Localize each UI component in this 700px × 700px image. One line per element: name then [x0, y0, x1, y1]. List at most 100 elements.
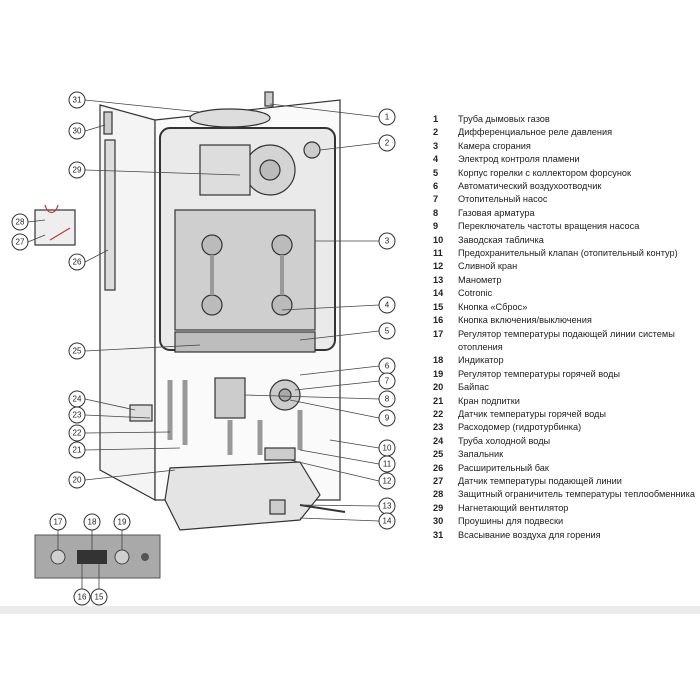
legend-text: Труба дымовых газов — [458, 114, 550, 124]
svg-text:6: 6 — [385, 362, 390, 371]
temp-limiter-inset — [34, 209, 76, 246]
legend-number: 6 — [433, 181, 439, 192]
svg-text:2: 2 — [385, 139, 390, 148]
callout-4: 4 — [378, 296, 396, 314]
svg-text:27: 27 — [16, 238, 25, 247]
legend-item: 6 Автоматический воздухоотводчик — [433, 180, 698, 193]
svg-text:12: 12 — [383, 477, 392, 486]
svg-text:29: 29 — [73, 166, 82, 175]
legend-number: 5 — [433, 167, 439, 178]
legend-text: Электрод контроля пламени — [458, 154, 580, 165]
legend-number: 14 — [433, 288, 444, 299]
callout-27: 27 — [11, 233, 29, 251]
svg-text:25: 25 — [73, 347, 82, 356]
legend-number: 12 — [433, 261, 444, 272]
svg-text:22: 22 — [73, 429, 82, 438]
legend-text: Труба холодной воды — [458, 435, 551, 446]
legend-text: Кран подпитки — [458, 395, 520, 406]
svg-text:24: 24 — [73, 395, 82, 404]
callout-30: 30 — [68, 122, 86, 140]
svg-text:7: 7 — [385, 377, 390, 386]
legend-text: Проушины для подвески — [458, 516, 564, 527]
callout-8: 8 — [378, 390, 396, 408]
callout-5: 5 — [378, 322, 396, 340]
callout-15: 15 — [90, 588, 108, 606]
legend-text: Защитный ограничитель температуры теплоо… — [458, 489, 696, 500]
callout-19: 19 — [113, 513, 131, 531]
svg-text:15: 15 — [95, 593, 104, 602]
svg-text:10: 10 — [383, 444, 392, 453]
control-panel — [34, 530, 161, 589]
legend-text: Всасывание воздуха для горения — [458, 529, 601, 540]
legend-text: Датчик температуры подающей линии — [458, 475, 622, 486]
legend-text: Заводская табличка — [458, 234, 544, 245]
hanging-lugs — [103, 111, 113, 135]
svg-text:9: 9 — [385, 414, 390, 423]
legend-text: Сливной кран — [458, 261, 518, 272]
legend-number: 16 — [433, 315, 444, 326]
callout-17: 17 — [49, 513, 67, 531]
callout-13: 13 — [378, 497, 396, 515]
hot-water-temp-knob[interactable] — [114, 549, 130, 565]
legend-number: 27 — [433, 475, 444, 486]
bottom-band — [0, 606, 700, 614]
legend-number: 28 — [433, 489, 444, 500]
callouts: 31 30 29 28 27 26 25 24 23 22 21 20 1 2 … — [11, 91, 396, 606]
legend-number: 18 — [433, 355, 444, 366]
pressure-switch — [303, 141, 321, 159]
callout-16: 16 — [73, 588, 91, 606]
legend-text: Газовая арматура — [458, 207, 535, 218]
callout-10: 10 — [378, 439, 396, 457]
callout-22: 22 — [68, 424, 86, 442]
callout-7: 7 — [378, 372, 396, 390]
legend-text: Манометр — [458, 274, 502, 285]
legend-text: Отопительный насос — [458, 194, 548, 205]
svg-text:14: 14 — [383, 517, 392, 526]
legend-number: 8 — [433, 207, 439, 218]
svg-text:4: 4 — [385, 301, 390, 310]
callout-9: 9 — [378, 409, 396, 427]
gas-valve — [214, 377, 246, 419]
svg-text:31: 31 — [73, 96, 82, 105]
svg-text:18: 18 — [88, 518, 97, 527]
legend-item: 1 Труба дымовых газов — [433, 113, 698, 126]
svg-text:28: 28 — [16, 218, 25, 227]
leader-lines — [27, 99, 380, 522]
legend-number: 10 — [433, 234, 444, 245]
callout-25: 25 — [68, 342, 86, 360]
legend-text: Регулятор температуры подающей линии сис… — [458, 328, 675, 352]
expansion-tank — [104, 139, 116, 291]
legend-number: 25 — [433, 449, 444, 460]
legend-number: 3 — [433, 140, 439, 151]
reset-button[interactable] — [141, 553, 149, 561]
callout-31: 31 — [68, 91, 86, 109]
callout-3: 3 — [378, 232, 396, 250]
legend-number: 1 — [433, 114, 439, 124]
legend-text: Корпус горелки с коллектором форсунок — [458, 167, 632, 178]
callout-6: 6 — [378, 357, 396, 375]
heating-temp-knob[interactable] — [50, 549, 66, 565]
svg-text:21: 21 — [73, 446, 82, 455]
legend-text: Расходомер (гидротурбинка) — [458, 422, 582, 433]
legend-text: Переключатель частоты вращения насоса — [458, 221, 640, 232]
callout-28: 28 — [11, 213, 29, 231]
legend-item: 8 Газовая арматура — [433, 207, 698, 220]
indicator-display — [77, 550, 107, 564]
svg-text:23: 23 — [73, 411, 82, 420]
legend-text: Автоматический воздухоотводчик — [458, 181, 602, 192]
